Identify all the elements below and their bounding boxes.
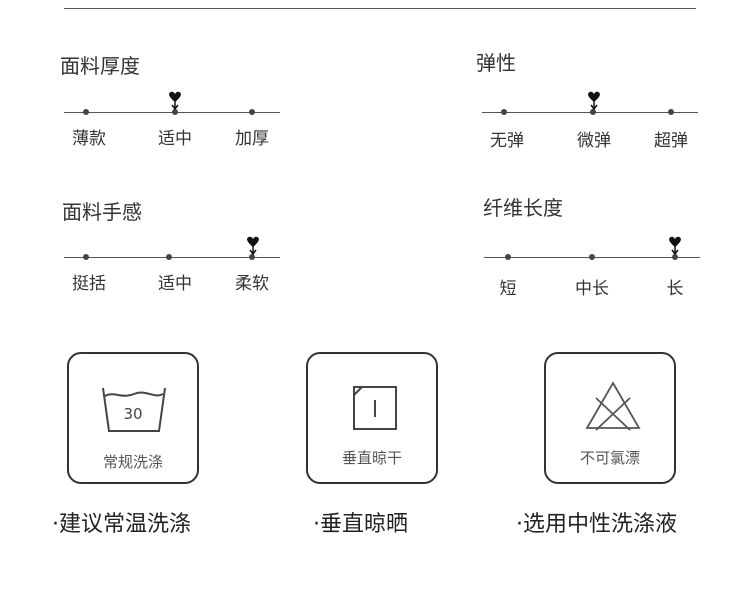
wash-30-icon bbox=[102, 387, 166, 432]
attribute-title: 面料手感 bbox=[62, 200, 142, 224]
scale-dot bbox=[249, 254, 255, 260]
heart-marker-icon bbox=[169, 91, 181, 110]
scale-label: 长 bbox=[666, 279, 684, 299]
scale-label: 中长 bbox=[575, 279, 609, 299]
scale-dot bbox=[249, 109, 255, 115]
attribute-title: 弹性 bbox=[476, 51, 516, 75]
care-note: ·建议常温洗涤 bbox=[52, 512, 191, 537]
scale-dot bbox=[166, 254, 172, 260]
scale-label: 微弹 bbox=[577, 131, 611, 151]
scale-label: 加厚 bbox=[235, 129, 269, 149]
attribute-title: 纤维长度 bbox=[483, 196, 563, 220]
scale-dot bbox=[172, 109, 178, 115]
heart-marker-icon bbox=[669, 236, 681, 255]
wash-temperature: 30 bbox=[123, 405, 143, 423]
scale-label: 柔软 bbox=[235, 274, 269, 294]
care-card-wash: 30 常规洗涤 bbox=[67, 352, 199, 484]
care-card-dry: 垂直晾干 bbox=[306, 352, 438, 484]
care-note: ·垂直晾晒 bbox=[313, 512, 408, 537]
care-caption: 不可氯漂 bbox=[579, 449, 640, 467]
scale-dot bbox=[83, 109, 89, 115]
scale-label: 超弹 bbox=[654, 131, 688, 151]
scale-label: 适中 bbox=[158, 274, 192, 294]
scale-dot bbox=[83, 254, 89, 260]
scale-dot bbox=[501, 109, 507, 115]
heart-marker-icon bbox=[247, 236, 259, 255]
care-card-bleach: 不可氯漂 bbox=[544, 352, 676, 484]
scale-dot bbox=[589, 254, 595, 260]
care-note: ·选用中性洗涤液 bbox=[516, 512, 677, 537]
scale-dot bbox=[672, 254, 678, 260]
scale-dot bbox=[505, 254, 511, 260]
scale-label: 适中 bbox=[158, 129, 192, 149]
scale-dot bbox=[590, 109, 596, 115]
attribute-title: 面料厚度 bbox=[60, 54, 140, 78]
scale-label: 无弹 bbox=[490, 131, 524, 151]
care-caption: 垂直晾干 bbox=[341, 449, 402, 467]
scale-dot bbox=[668, 109, 674, 115]
scale-label: 短 bbox=[499, 279, 517, 299]
scale-label: 挺括 bbox=[72, 274, 106, 294]
no-bleach-icon bbox=[585, 381, 641, 431]
scale-line bbox=[64, 257, 280, 258]
scale-label: 薄款 bbox=[72, 129, 106, 149]
care-caption: 常规洗涤 bbox=[102, 453, 163, 471]
line-dry-icon bbox=[353, 386, 397, 430]
top-divider bbox=[64, 8, 696, 9]
heart-marker-icon bbox=[588, 91, 600, 110]
